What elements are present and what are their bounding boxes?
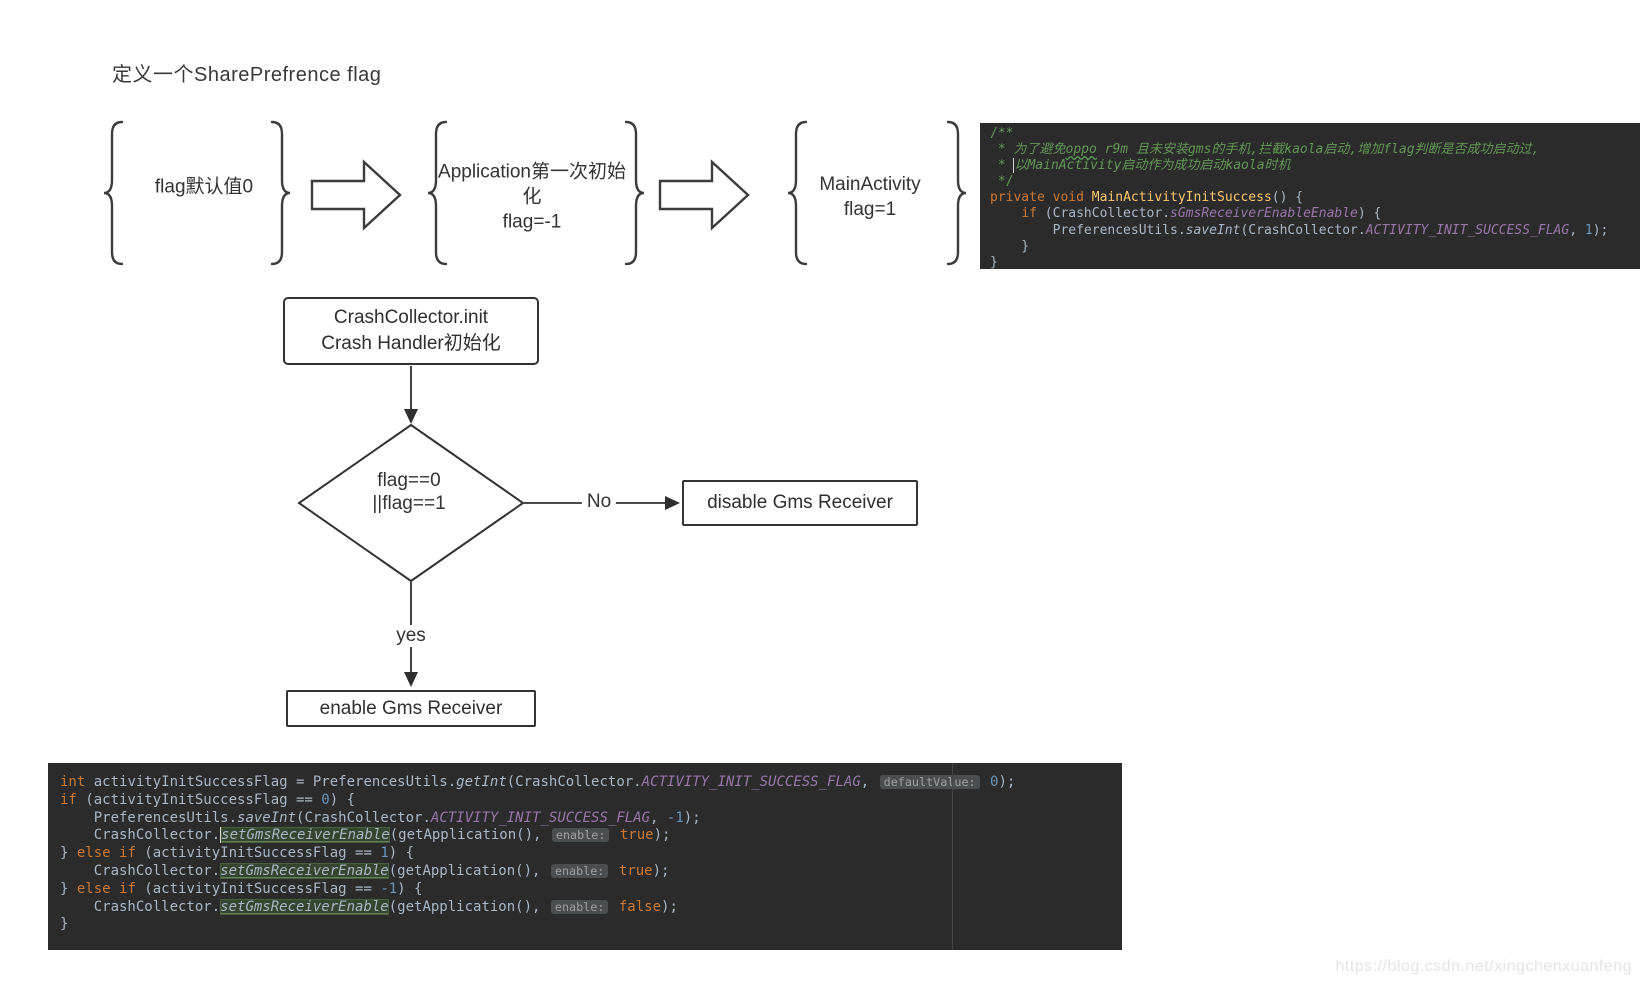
step3-line2: flag=1: [819, 197, 920, 222]
step2-line3: flag=-1: [438, 210, 626, 235]
watermark: https://blog.csdn.net/xingchenxuanfeng: [1335, 958, 1632, 976]
decision-line1: flag==0: [372, 469, 445, 492]
close-brace-step3: [948, 122, 966, 264]
yes-branch-label: yes: [391, 625, 431, 647]
close-brace-step1: [272, 122, 290, 264]
code-snippet-main-activity: /** * 为了避免oppo r9m 且未安装gms的手机,拦截kaola启动,…: [980, 123, 1640, 269]
arrowhead-icon: [404, 672, 418, 687]
step3-line1: MainActivity: [819, 172, 920, 197]
enable-gms-label: enable Gms Receiver: [320, 696, 503, 722]
step1-label: flag默认值0: [155, 175, 253, 200]
decision-line2: ||flag==1: [372, 492, 445, 515]
step2-label: Application第一次初始 化 flag=-1: [438, 160, 626, 235]
editor-margin-guide: [952, 763, 953, 950]
start-box: CrashCollector.init Crash Handler初始化: [283, 297, 539, 365]
arrowhead-icon: [404, 409, 418, 424]
right-arrow-icon: [312, 162, 400, 228]
step3-label: MainActivity flag=1: [819, 172, 920, 222]
step2-line1: Application第一次初始: [438, 160, 626, 185]
right-arrow-icon: [660, 162, 748, 228]
decision-label: flag==0 ||flag==1: [372, 469, 445, 515]
start-box-line1: CrashCollector.init: [334, 305, 488, 331]
close-brace-step2: [626, 122, 644, 264]
arrowhead-icon: [665, 496, 680, 510]
step2-line2: 化: [438, 185, 626, 210]
start-box-line2: Crash Handler初始化: [321, 331, 501, 357]
disable-gms-label: disable Gms Receiver: [707, 490, 893, 516]
code-snippet-init-flag: int activityInitSuccessFlag = Preference…: [48, 763, 1122, 950]
open-brace-step3: [788, 122, 806, 264]
page-title: 定义一个SharePrefrence flag: [112, 58, 381, 87]
enable-gms-box: enable Gms Receiver: [286, 690, 536, 727]
open-brace-step1: [104, 122, 122, 264]
disable-gms-box: disable Gms Receiver: [682, 480, 918, 526]
no-branch-label: No: [582, 491, 616, 513]
